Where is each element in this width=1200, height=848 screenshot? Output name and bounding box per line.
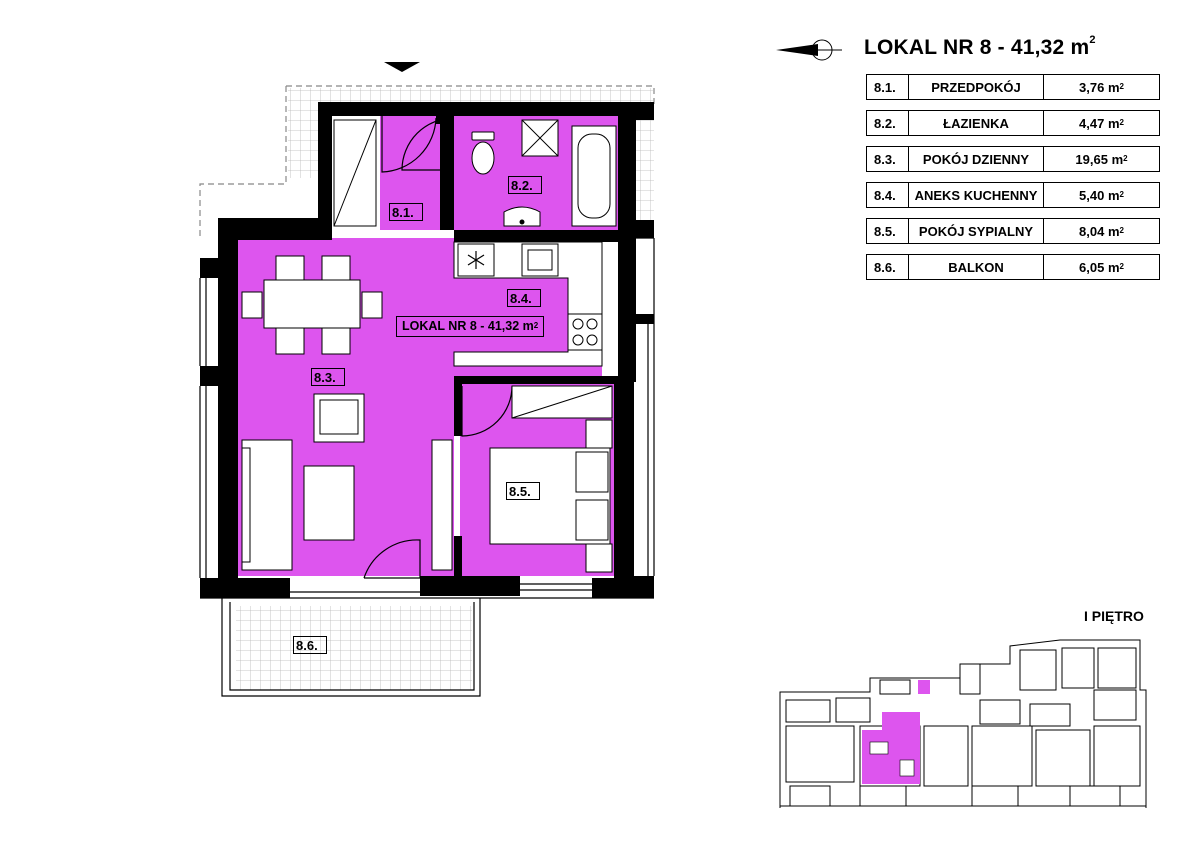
room-number: 8.5. xyxy=(867,219,909,243)
room-area-sup: 2 xyxy=(1119,225,1124,235)
kitchen-counter xyxy=(453,241,603,367)
label-8-4: 8.4. xyxy=(510,291,532,306)
label-8-1: 8.1. xyxy=(392,205,414,220)
room-area-sup: 2 xyxy=(1119,189,1124,199)
room-number: 8.6. xyxy=(867,255,909,279)
label-8-6: 8.6. xyxy=(296,638,318,653)
sink-icon xyxy=(503,206,541,227)
room-number: 8.1. xyxy=(867,75,909,99)
page-title-sup: 2 xyxy=(1089,34,1096,46)
walls xyxy=(200,102,654,598)
floor-label: I PIĘTRO xyxy=(1084,608,1144,624)
room-area-value: 6,05 m xyxy=(1079,259,1120,275)
room-number: 8.3. xyxy=(867,147,909,171)
room-number: 8.4. xyxy=(867,183,909,207)
fridge-snowflake-icon xyxy=(467,251,485,269)
toilet-icon xyxy=(471,131,495,175)
key-plan xyxy=(779,639,1147,808)
label-8-5: 8.5. xyxy=(509,484,531,499)
bedroom-furniture xyxy=(489,385,613,573)
bathtub-icon xyxy=(571,125,617,227)
label-8-1-box xyxy=(389,203,423,221)
unit-label-sup: 2 xyxy=(533,321,539,330)
page-title: LOKAL NR 8 - 41,32 m2 xyxy=(864,34,1096,60)
room-area-sup: 2 xyxy=(1123,153,1128,163)
compass-arrow-icon xyxy=(776,39,842,61)
room-area-sup: 2 xyxy=(1119,117,1124,127)
balcony-8-6 xyxy=(236,606,472,690)
cooktop-icon xyxy=(572,318,598,346)
room-area-value: 19,65 m xyxy=(1075,151,1124,167)
unit-label: LOKAL NR 8 - 41,32 m2 xyxy=(396,316,545,337)
room-area-sup: 2 xyxy=(1119,81,1124,91)
label-8-6-box xyxy=(293,636,327,654)
entrance-marker-icon xyxy=(384,62,420,72)
header: LOKAL NR 8 - 41,32 m2 xyxy=(770,32,1170,66)
label-8-2: 8.2. xyxy=(511,178,533,193)
dining-table xyxy=(241,255,383,355)
room-number: 8.2. xyxy=(867,111,909,135)
room-name: PRZEDPOKÓJ xyxy=(909,75,1044,99)
living-room-furniture xyxy=(241,393,453,571)
label-8-4-box xyxy=(507,289,541,307)
room-name: ŁAZIENKA xyxy=(909,111,1044,135)
page-title-text: LOKAL NR 8 - 41,32 m xyxy=(864,36,1090,59)
room-area-value: 8,04 m xyxy=(1079,223,1120,239)
room-name: BALKON xyxy=(909,255,1044,279)
room-name: POKÓJ SYPIALNY xyxy=(909,219,1044,243)
room-name: ANEKS KUCHENNY xyxy=(909,183,1044,207)
room-name: POKÓJ DZIENNY xyxy=(909,147,1044,171)
room-area-value: 4,47 m xyxy=(1079,115,1120,131)
label-8-5-box xyxy=(506,482,540,500)
doors xyxy=(363,116,513,579)
label-8-3: 8.3. xyxy=(314,370,336,385)
unit-label-text: LOKAL NR 8 - 41,32 m xyxy=(402,319,534,333)
room-area-value: 5,40 m xyxy=(1079,187,1120,203)
terrace-hatch-top xyxy=(288,88,318,178)
room-area-sup: 2 xyxy=(1119,261,1124,271)
label-8-2-box xyxy=(508,176,542,194)
key-plan-highlight xyxy=(862,680,930,784)
room-area-value: 3,76 m xyxy=(1079,79,1120,95)
label-8-3-box xyxy=(311,368,345,386)
shower-drain-icon xyxy=(521,119,559,157)
